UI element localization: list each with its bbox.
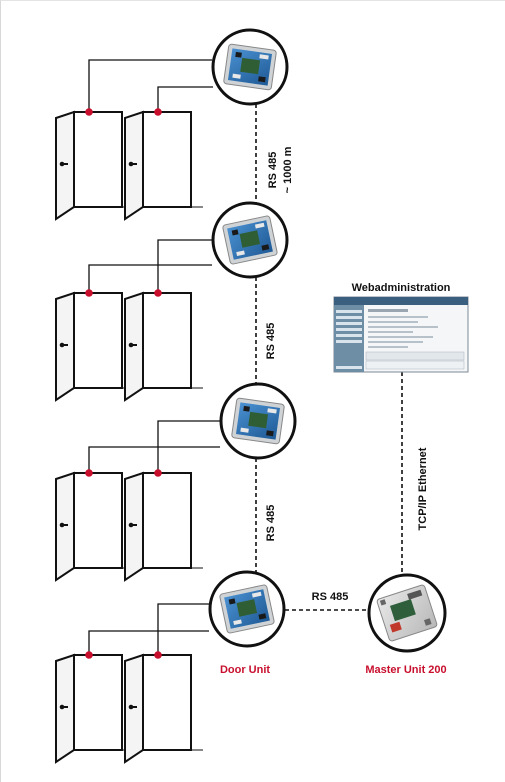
distance-label: ~ 1000 m — [282, 146, 294, 193]
door-frame — [142, 292, 192, 389]
sensor-dot-icon — [154, 289, 162, 297]
door-leaf — [124, 471, 144, 582]
door-frame — [142, 111, 192, 208]
door-unit-node — [219, 382, 297, 460]
circuit-board-icon — [219, 584, 275, 634]
rs485-label-horizontal: RS 485 — [312, 591, 349, 603]
door-leaf — [55, 110, 75, 221]
door-group — [55, 108, 203, 221]
door-frame — [73, 292, 123, 389]
door-frame — [73, 654, 123, 751]
door-left — [55, 469, 134, 582]
rs485-bus — [255, 104, 403, 611]
circuit-board-icon — [222, 215, 278, 265]
door-right — [124, 289, 203, 402]
door-unit-node — [211, 201, 289, 279]
sensor-dot-icon — [154, 108, 162, 116]
rs485-label-top: RS 485 — [267, 152, 279, 189]
door-left — [55, 289, 134, 402]
wire-right-door — [157, 86, 213, 112]
wire-right-door — [157, 420, 221, 473]
wire-left-door — [88, 59, 212, 112]
sensor-dot-icon — [154, 651, 162, 659]
door-leaf — [124, 653, 144, 764]
master-unit-node — [367, 573, 447, 653]
door-frame — [142, 472, 192, 569]
door-frame — [73, 472, 123, 569]
door-group — [55, 469, 203, 582]
master-unit-label: Master Unit 200 — [365, 664, 446, 676]
door-leaf — [124, 110, 144, 221]
door-group — [55, 289, 203, 402]
door-leaf — [55, 653, 75, 764]
door-right — [124, 651, 203, 764]
sensor-dot-icon — [85, 289, 93, 297]
sensor-dot-icon — [154, 469, 162, 477]
webadmin-title: Webadministration — [352, 282, 451, 294]
door-unit-node — [211, 28, 289, 106]
wire-left-door — [88, 264, 212, 293]
door-unit-label: Door Unit — [220, 664, 270, 676]
door-right — [124, 108, 203, 221]
sensor-dot-icon — [85, 651, 93, 659]
door-frame — [73, 111, 123, 208]
circuit-board-icon — [223, 43, 277, 91]
sensor-dot-icon — [85, 108, 93, 116]
door-units — [208, 28, 297, 648]
rs485-label-2: RS 485 — [265, 323, 277, 360]
sensor-dot-icon — [85, 469, 93, 477]
door-leaf — [55, 291, 75, 402]
door-group — [55, 651, 203, 764]
wire-right-door — [157, 239, 213, 293]
wiring — [88, 59, 221, 655]
webadmin-window — [333, 296, 469, 373]
door-leaf — [124, 291, 144, 402]
door-unit-node — [208, 570, 286, 648]
wire-left-door — [88, 446, 220, 473]
wire-right-door — [157, 603, 210, 655]
tcp-ip-label: TCP/IP Ethernet — [417, 447, 429, 530]
door-leaf — [55, 471, 75, 582]
door-frame — [142, 654, 192, 751]
door-right — [124, 469, 203, 582]
door-left — [55, 108, 134, 221]
door-left — [55, 651, 134, 764]
circuit-board-icon — [231, 397, 285, 445]
door-groups — [55, 108, 203, 764]
wire-left-door — [88, 630, 209, 655]
rs485-label-3: RS 485 — [265, 505, 277, 542]
